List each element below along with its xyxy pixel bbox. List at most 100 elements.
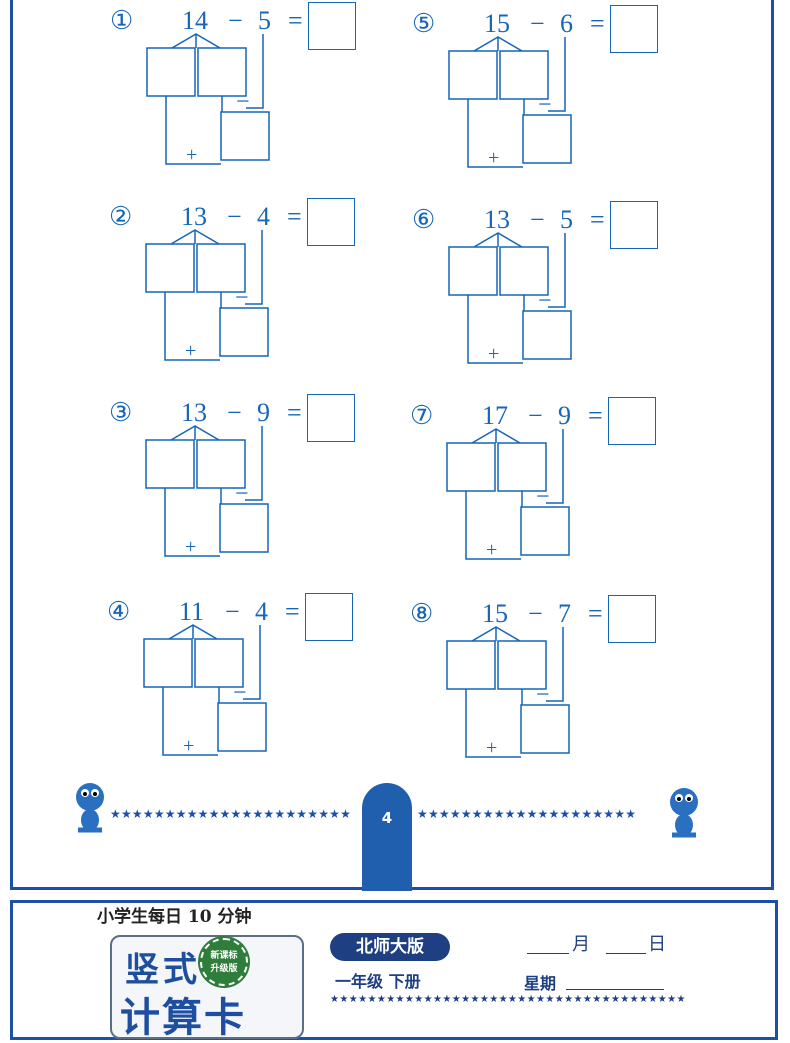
problem: ⑦ 17 − 9 = − + xyxy=(410,395,670,570)
subtrahend: 4 xyxy=(255,597,268,626)
plus-sign: + xyxy=(488,147,500,169)
upgrade-seal-icon: 新课标 升级版 xyxy=(200,938,248,986)
problem-index: ⑥ xyxy=(412,205,436,234)
answer-box[interactable] xyxy=(608,397,656,445)
grade-label: 一年级 下册 xyxy=(335,972,421,991)
decomposition-diagram xyxy=(446,626,570,758)
answer-box[interactable] xyxy=(610,201,658,249)
decomposition-diagram xyxy=(448,36,572,168)
operator: − xyxy=(225,597,240,626)
minus-sign: − xyxy=(538,92,552,118)
subtrahend: 5 xyxy=(258,6,271,35)
operator: − xyxy=(528,401,543,430)
minuend: 13 xyxy=(181,398,207,427)
answer-box[interactable] xyxy=(610,5,658,53)
minuend: 17 xyxy=(482,401,508,430)
problem-index: ④ xyxy=(107,597,131,626)
plus-sign: + xyxy=(486,539,498,561)
decomposition-diagram xyxy=(143,624,267,756)
subtrahend: 9 xyxy=(257,398,270,427)
problem: ① 14 − 5 = − + xyxy=(110,0,370,175)
problem-index: ③ xyxy=(109,398,133,427)
problem: ⑥ 13 − 5 = − + xyxy=(412,199,672,374)
problem: ⑤ 15 − 6 = − + xyxy=(412,3,672,178)
operator: − xyxy=(530,205,545,234)
month-blank[interactable] xyxy=(527,952,569,954)
problem: ③ 13 − 9 = − + xyxy=(109,392,369,567)
minus-sign: − xyxy=(233,680,247,706)
month-label: 月 xyxy=(572,934,590,955)
operator: − xyxy=(227,202,242,231)
subtrahend: 9 xyxy=(558,401,571,430)
edition-badge: 北师大版 xyxy=(330,933,450,961)
minuend: 13 xyxy=(181,202,207,231)
equals-sign: = xyxy=(588,599,603,628)
mascot-left-icon xyxy=(76,783,104,833)
minus-sign: − xyxy=(236,89,250,115)
problem: ② 13 − 4 = − + xyxy=(109,196,369,371)
minus-sign: − xyxy=(536,682,550,708)
problem-index: ⑧ xyxy=(410,599,434,628)
problem: ④ 11 − 4 = − + xyxy=(107,591,367,766)
answer-box[interactable] xyxy=(307,394,355,442)
problem-index: ② xyxy=(109,202,133,231)
decomposition-diagram xyxy=(146,33,270,165)
day-label: 日 xyxy=(648,934,666,955)
weekday-blank[interactable] xyxy=(566,988,664,990)
equals-sign: = xyxy=(590,9,605,38)
minuend: 15 xyxy=(482,599,508,628)
operator: − xyxy=(228,6,243,35)
equals-sign: = xyxy=(588,401,603,430)
equals-sign: = xyxy=(590,205,605,234)
day-blank[interactable] xyxy=(606,952,646,954)
minuend: 15 xyxy=(484,9,510,38)
answer-box[interactable] xyxy=(308,2,356,50)
answer-box[interactable] xyxy=(305,593,353,641)
weekday-label: 星期 xyxy=(524,974,557,993)
minuend: 13 xyxy=(484,205,510,234)
equals-sign: = xyxy=(287,398,302,427)
operator: − xyxy=(530,9,545,38)
subtrahend: 5 xyxy=(560,205,573,234)
problem-index: ⑤ xyxy=(412,9,436,38)
subtrahend: 7 xyxy=(558,599,571,628)
brand-title-line2: 计算卡 xyxy=(120,994,246,1041)
seal-line1: 新课标 xyxy=(210,951,238,961)
equals-sign: = xyxy=(287,202,302,231)
plus-sign: + xyxy=(183,735,195,757)
equals-sign: = xyxy=(285,597,300,626)
minus-sign: − xyxy=(235,285,249,311)
brand-title-line1: 竖式 xyxy=(125,950,201,990)
operator: − xyxy=(227,398,242,427)
decomposition-diagram xyxy=(145,229,269,361)
operator: − xyxy=(528,599,543,628)
footer-stars-left: ★★★★★★★★★★★★★★★★★★★★★★ xyxy=(110,807,352,821)
seal-line2: 升级版 xyxy=(210,964,238,974)
subtrahend: 4 xyxy=(257,202,270,231)
decomposition-diagram xyxy=(145,425,269,557)
decomposition-diagram xyxy=(448,232,572,364)
minus-sign: − xyxy=(538,288,552,314)
problem-index: ⑦ xyxy=(410,401,434,430)
minuend: 14 xyxy=(182,6,208,35)
minuend: 11 xyxy=(179,597,205,626)
equals-sign: = xyxy=(288,6,303,35)
problem-index: ① xyxy=(110,6,134,35)
plus-sign: + xyxy=(185,340,197,362)
subtrahend: 6 xyxy=(560,9,573,38)
page-tab: 4 xyxy=(362,783,412,891)
minus-sign: − xyxy=(536,484,550,510)
footer-stars-right: ★★★★★★★★★★★★★★★★★★★★ xyxy=(417,807,637,821)
minus-sign: − xyxy=(235,481,249,507)
answer-box[interactable] xyxy=(608,595,656,643)
plus-sign: + xyxy=(486,737,498,759)
problem: ⑧ 15 − 7 = − + xyxy=(410,593,670,768)
header-stars: ★★★★★★★★★★★★★★★★★★★★★★★★★★★★★★★★★★★★★★ xyxy=(330,994,686,1005)
page-number: 4 xyxy=(381,809,393,827)
plus-sign: + xyxy=(185,536,197,558)
mascot-right-icon xyxy=(670,788,698,838)
series-title: 小学生每日 10 分钟 xyxy=(97,907,252,927)
answer-box[interactable] xyxy=(307,198,355,246)
plus-sign: + xyxy=(186,144,198,166)
decomposition-diagram xyxy=(446,428,570,560)
